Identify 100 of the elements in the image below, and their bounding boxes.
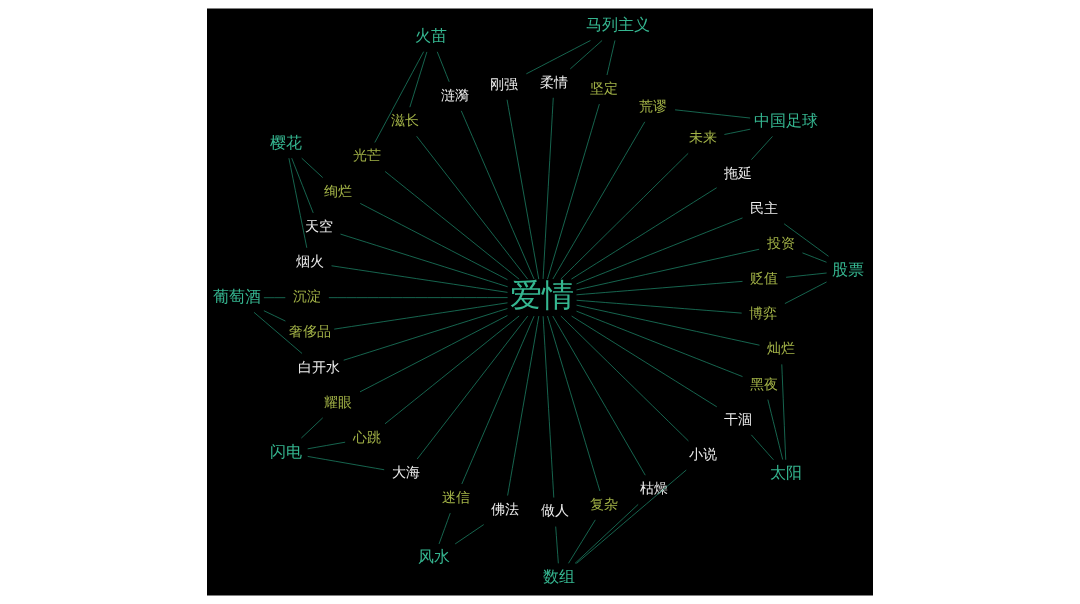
node-text: 沉淀 <box>293 288 321 305</box>
connector <box>750 434 774 461</box>
connector <box>343 308 508 361</box>
node-text: 烟火 <box>295 253 324 269</box>
node-text: 绚烂 <box>324 182 353 199</box>
connector <box>288 157 308 249</box>
connector <box>552 121 646 280</box>
connector <box>576 310 743 377</box>
node-text: 灿烂 <box>767 340 796 357</box>
node-text: 拖延 <box>724 164 753 181</box>
connector <box>416 135 528 280</box>
connector <box>384 315 520 425</box>
node-text: 太阳 <box>770 463 803 483</box>
connector <box>461 315 535 485</box>
node-text: 迷信 <box>441 489 470 506</box>
connector <box>784 281 827 304</box>
node-text: 刚强 <box>490 75 519 92</box>
node-text: 博弈 <box>749 305 778 322</box>
connector <box>724 128 751 135</box>
connector <box>783 223 829 257</box>
connector <box>571 187 717 280</box>
connector <box>328 297 508 298</box>
connector <box>526 40 591 75</box>
node-text: 葡萄酒 <box>212 286 261 306</box>
connector <box>506 99 540 280</box>
node-text: 数组 <box>543 566 576 586</box>
connector <box>438 512 451 545</box>
node-text: 做人 <box>540 502 569 519</box>
node-text: 未来 <box>688 129 717 146</box>
node-text: 爱情 <box>510 275 575 314</box>
connector <box>333 302 508 330</box>
connector <box>576 248 760 291</box>
connector <box>340 233 508 288</box>
connector <box>767 399 784 460</box>
node-text: 佛法 <box>491 500 520 517</box>
connector <box>547 315 601 492</box>
connector <box>552 315 646 476</box>
connector <box>568 519 596 564</box>
connector <box>384 171 520 280</box>
node-text: 大海 <box>391 464 420 481</box>
node-text: 白开水 <box>298 358 341 375</box>
connector <box>560 315 689 442</box>
node-text: 复杂 <box>590 495 619 512</box>
node-text: 耀眼 <box>324 393 353 410</box>
node-text: 中国足球 <box>753 110 818 130</box>
connector <box>576 281 743 296</box>
node-text: 小说 <box>689 446 718 463</box>
node-text: 投资 <box>766 234 795 251</box>
connector <box>454 524 485 545</box>
connector <box>331 265 508 293</box>
connector <box>560 153 689 280</box>
connector <box>576 217 743 285</box>
node-text: 民主 <box>750 199 779 216</box>
connector <box>802 252 827 263</box>
node-text: 黑夜 <box>750 375 779 392</box>
node-text: 枯燥 <box>639 480 668 497</box>
node-text: 涟漪 <box>440 86 469 103</box>
node-text: 闪电 <box>269 441 302 461</box>
connector <box>781 364 787 461</box>
connector <box>507 315 540 496</box>
connector <box>674 109 751 119</box>
connector <box>555 526 559 564</box>
node-text: 奢侈品 <box>288 323 331 340</box>
node-text: 火苗 <box>415 26 448 46</box>
connector <box>263 297 286 299</box>
connector <box>542 315 555 498</box>
node-text: 贬值 <box>750 270 779 287</box>
connector <box>571 315 718 408</box>
connector <box>301 157 324 178</box>
connector <box>263 310 286 322</box>
node-text: 风水 <box>417 547 450 567</box>
node-text: 股票 <box>832 259 865 279</box>
connector <box>751 136 773 160</box>
connector <box>569 40 603 70</box>
connector <box>436 51 450 83</box>
node-text: 滋长 <box>391 112 420 129</box>
connector <box>300 417 324 439</box>
connector <box>547 103 600 280</box>
connector <box>606 40 616 76</box>
connector <box>307 441 346 450</box>
connector <box>576 304 760 346</box>
connector <box>374 51 425 143</box>
connector <box>359 203 508 281</box>
node-text: 干涸 <box>724 410 753 427</box>
connector <box>542 97 554 280</box>
node-text: 心跳 <box>352 428 381 445</box>
connector <box>307 456 385 471</box>
node-text: 光芒 <box>353 147 382 164</box>
connector <box>576 299 743 314</box>
connector <box>359 315 508 393</box>
connector <box>416 315 529 460</box>
connector <box>291 157 314 214</box>
connector <box>574 504 639 564</box>
node-text: 马列主义 <box>586 15 651 35</box>
connector <box>253 311 303 354</box>
connector <box>576 469 687 564</box>
connector <box>460 110 535 280</box>
node-text: 坚定 <box>589 80 618 97</box>
node-text: 天空 <box>304 217 333 234</box>
node-text: 柔情 <box>540 73 569 90</box>
